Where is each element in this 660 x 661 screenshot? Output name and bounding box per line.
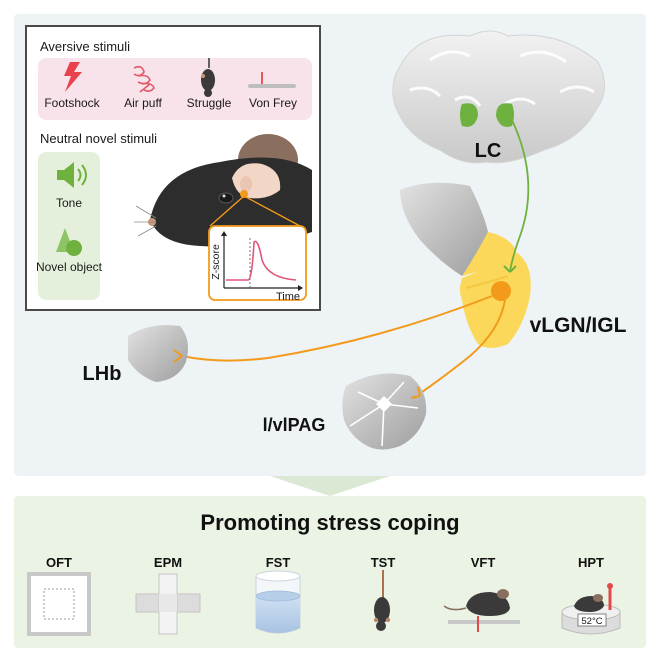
zoom-line-left [209, 195, 245, 227]
graph-x-arrow [298, 285, 303, 291]
down-arrow [270, 476, 390, 496]
struggle-mouse-icon [201, 58, 215, 97]
graph-xlabel: Time [276, 291, 300, 303]
lhb-projection [181, 295, 493, 362]
air-puff-icon [133, 65, 155, 93]
graph-trace [226, 240, 297, 281]
label-lc: LC [475, 140, 502, 162]
lgn-region [400, 182, 531, 348]
neutral-item-novel-object: Novel object [36, 260, 103, 274]
mouse-head-illustration [134, 134, 312, 247]
neutral-box [38, 152, 100, 300]
lhb-terminal [173, 349, 183, 363]
graph-ylabel: Z-score [210, 244, 222, 280]
aversive-title: Aversive stimuli [40, 39, 130, 54]
test-label-vft: VFT [471, 555, 496, 570]
test-label-epm: EPM [154, 555, 182, 570]
neutral-title: Neutral novel stimuli [40, 131, 157, 146]
lightning-icon [64, 62, 82, 92]
test-label-oft: OFT [46, 555, 72, 570]
epm-maze [135, 573, 201, 635]
speaker-icon [57, 162, 87, 188]
vft-mouse [443, 589, 520, 632]
lc-terminal [503, 265, 517, 273]
test-label-fst: FST [266, 555, 291, 570]
aversive-box [38, 58, 312, 120]
pag-region [342, 373, 427, 450]
von-frey-icon [248, 72, 296, 88]
lhb-region [128, 325, 188, 382]
tst-hanging-mouse [373, 570, 391, 631]
aversive-item-airpuff: Air puff [124, 96, 162, 110]
lc-projection [509, 119, 530, 273]
pag-terminal [410, 386, 421, 399]
vlgn-neuron [491, 281, 511, 301]
label-vlgn: vLGN/IGL [530, 314, 627, 337]
novel-object-icon [56, 228, 82, 256]
zoom-line-right [243, 195, 301, 227]
oft-arena [27, 572, 91, 636]
graph-y-arrow [221, 231, 227, 236]
hindbrain-section [392, 30, 605, 164]
zscore-graph [208, 225, 307, 301]
label-pag: l/vlPAG [263, 415, 326, 435]
aversive-item-struggle: Struggle [187, 96, 232, 110]
hpt-temperature: 52°C [581, 616, 602, 627]
hpt-hot-plate [561, 583, 621, 635]
aversive-item-footshock: Footshock [44, 96, 100, 110]
neutral-item-tone: Tone [56, 196, 82, 210]
bottom-title: Promoting stress coping [200, 510, 459, 535]
pag-projection [421, 299, 506, 393]
fst-cylinder [255, 570, 301, 634]
aversive-item-vonfrey: Von Frey [249, 96, 297, 110]
label-lhb: LHb [83, 363, 122, 385]
test-label-hpt: HPT [578, 555, 604, 570]
test-label-tst: TST [371, 555, 396, 570]
